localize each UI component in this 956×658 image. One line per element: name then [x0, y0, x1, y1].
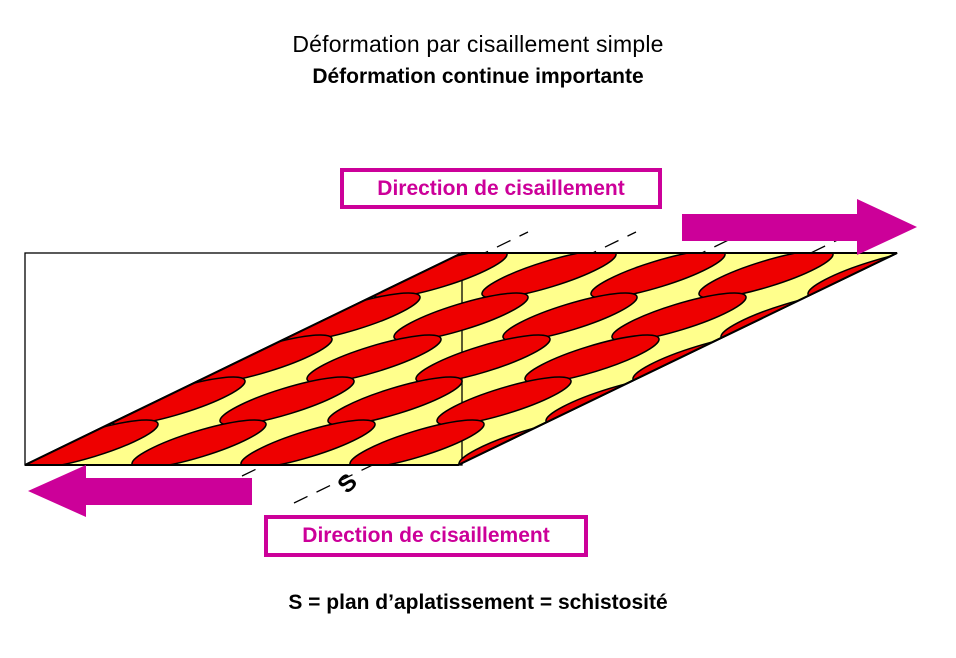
- strain-ellipse: [327, 376, 463, 426]
- page-title: Déformation par cisaillement simple: [292, 31, 664, 57]
- strain-ellipse: [436, 376, 572, 426]
- shear-direction-box-bottom: Direction de cisaillement: [264, 515, 588, 557]
- strain-ellipse: [306, 334, 442, 384]
- shear-direction-label-top: Direction de cisaillement: [377, 176, 625, 200]
- shear-arrow-left: [28, 465, 252, 517]
- caption: S = plan d’aplatissement = schistosité: [288, 591, 668, 614]
- shear-arrow-right: [682, 199, 917, 255]
- sheared-parallelogram-edge: [24, 252, 898, 466]
- strain-ellipse: [611, 292, 747, 342]
- strain-ellipse: [393, 292, 529, 342]
- strain-ellipse: [415, 334, 551, 384]
- shear-direction-box-top: Direction de cisaillement: [340, 168, 662, 209]
- shear-direction-label-bottom: Direction de cisaillement: [302, 524, 550, 547]
- strain-ellipse: [219, 376, 355, 426]
- strain-ellipse: [524, 334, 660, 384]
- strain-ellipse: [502, 292, 638, 342]
- page-subtitle: Déformation continue importante: [312, 65, 644, 88]
